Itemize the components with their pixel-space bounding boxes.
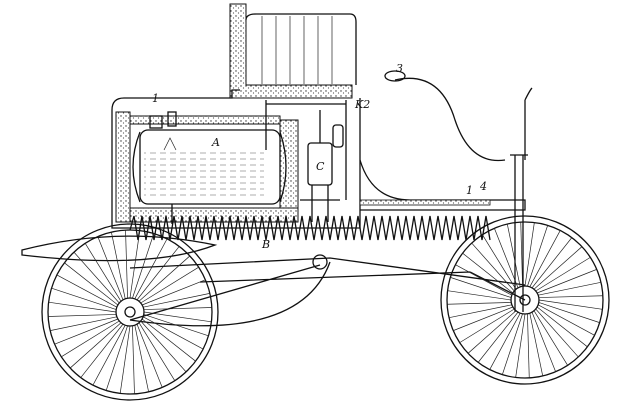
spoke: [494, 228, 519, 289]
spoke: [140, 266, 199, 304]
spoke: [524, 222, 535, 287]
spoke: [105, 325, 128, 391]
spoke: [477, 311, 519, 363]
label-1b: 1: [466, 184, 473, 197]
spoke: [119, 325, 131, 394]
label-3: 3: [396, 62, 403, 75]
spoke: [537, 304, 595, 336]
running-gear: [21, 235, 526, 327]
spoke: [61, 320, 120, 358]
spoke: [141, 318, 196, 362]
spoke: [92, 324, 126, 386]
front-wheel: [440, 215, 610, 385]
spoke: [455, 264, 513, 296]
spoke: [471, 242, 515, 292]
label-4: 4: [479, 180, 487, 193]
spoke: [111, 232, 126, 299]
spoke: [56, 274, 118, 308]
spoke: [453, 306, 514, 331]
spoke: [529, 230, 561, 288]
spoke: [64, 262, 119, 306]
axle: [519, 294, 531, 306]
spoke: [134, 325, 149, 392]
seat: [229, 3, 357, 99]
spoke: [447, 290, 512, 301]
spoke: [538, 281, 602, 296]
rim: [446, 221, 604, 379]
spoke: [536, 306, 588, 348]
spoke: [506, 223, 521, 287]
spoke: [533, 310, 568, 366]
spoke: [132, 325, 135, 394]
label-k2: K2: [354, 98, 370, 111]
spoke: [448, 304, 512, 319]
spoke: [531, 237, 573, 289]
spoke: [447, 302, 512, 305]
spoke: [450, 277, 512, 298]
label-b: B: [261, 238, 270, 251]
spoke: [132, 233, 155, 299]
spoke: [143, 314, 209, 337]
spoke: [138, 322, 176, 381]
tire: [41, 223, 219, 401]
spoke: [141, 279, 206, 306]
spoke: [97, 236, 124, 301]
spoke: [73, 251, 120, 304]
spoke: [136, 323, 163, 388]
spoke: [51, 287, 117, 310]
spoke: [48, 301, 117, 313]
spoke: [533, 246, 583, 290]
spoke: [140, 320, 187, 373]
spoke: [84, 243, 122, 302]
spoke: [129, 230, 141, 299]
chassis: [129, 70, 533, 312]
water-tank: [132, 111, 287, 224]
spoke: [489, 312, 521, 370]
engine: [265, 100, 347, 222]
spoke: [515, 313, 526, 378]
coil-spring: [129, 215, 491, 241]
spoke: [143, 307, 212, 310]
spoke: [531, 311, 556, 372]
spoke: [527, 313, 530, 378]
rear-wheel: [41, 223, 219, 401]
spoke: [50, 316, 117, 331]
spoke: [536, 269, 597, 294]
spoke: [462, 252, 514, 294]
spoke: [125, 230, 128, 299]
spoke: [138, 255, 191, 302]
seat-slats: [261, 16, 333, 84]
spoke: [482, 234, 517, 290]
label-1: 1: [152, 92, 159, 105]
spoke: [535, 308, 579, 358]
spoke: [527, 225, 548, 287]
spoke: [467, 310, 517, 354]
spoke: [142, 316, 204, 350]
spoke: [459, 308, 515, 343]
spoke: [535, 257, 591, 292]
label-c: C: [316, 160, 325, 173]
spoke: [69, 322, 122, 369]
spoke: [54, 318, 119, 345]
hub: [115, 297, 145, 327]
tire: [440, 215, 610, 385]
spoke: [538, 299, 603, 310]
label-a: A: [211, 136, 220, 149]
spoke: [143, 293, 210, 308]
spoke: [520, 222, 523, 287]
spoke: [529, 313, 544, 377]
spoke: [143, 311, 212, 323]
spoke: [48, 314, 117, 317]
axle: [124, 306, 136, 318]
spoke: [538, 302, 600, 323]
spoke: [80, 323, 124, 378]
spoke: [502, 313, 523, 375]
spoke: [134, 238, 168, 300]
spoke: [538, 295, 603, 298]
rim: [47, 229, 213, 395]
spoke: [136, 246, 180, 301]
